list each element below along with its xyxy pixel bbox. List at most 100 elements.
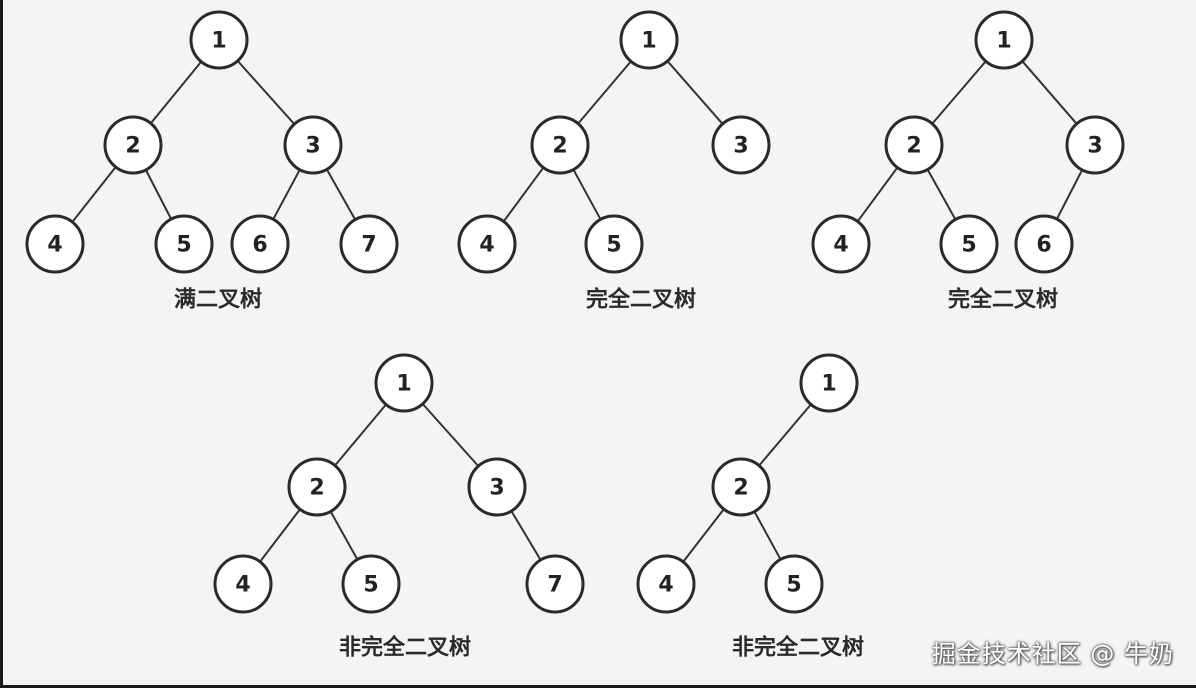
node-circle bbox=[636, 554, 696, 614]
tree-edge bbox=[753, 511, 782, 560]
node-label: 5 bbox=[363, 573, 378, 598]
tree-edge bbox=[149, 61, 203, 124]
node-label: 4 bbox=[833, 233, 848, 258]
node-label: 1 bbox=[996, 29, 1011, 54]
node-label: 5 bbox=[176, 233, 191, 258]
tree-edge bbox=[926, 168, 957, 221]
node-circle bbox=[764, 554, 824, 614]
tree-edge bbox=[334, 403, 387, 467]
tree-node: 2 bbox=[103, 115, 163, 175]
tree-caption: 非完全二叉树 bbox=[732, 635, 864, 661]
node-circle bbox=[1014, 214, 1074, 274]
tree-node: 2 bbox=[287, 457, 347, 517]
node-circle bbox=[374, 353, 434, 413]
tree-node: 5 bbox=[584, 214, 644, 274]
tree-1: 1 2 3 4 5 6 7 满二叉树 bbox=[25, 10, 399, 313]
node-circle bbox=[974, 10, 1034, 70]
node-label: 6 bbox=[252, 233, 267, 258]
node-circle bbox=[939, 214, 999, 274]
tree-edge bbox=[666, 60, 724, 125]
node-circle bbox=[341, 554, 401, 614]
tree-edge bbox=[510, 510, 542, 561]
node-circle bbox=[1065, 115, 1125, 175]
node-circle bbox=[584, 214, 644, 274]
node-circle bbox=[457, 214, 517, 274]
tree-node: 1 bbox=[374, 353, 434, 413]
tree-edge bbox=[325, 168, 357, 221]
node-label: 3 bbox=[1087, 134, 1102, 159]
tree-caption: 满二叉树 bbox=[174, 287, 262, 313]
node-label: 3 bbox=[489, 476, 504, 501]
node-label: 5 bbox=[786, 573, 801, 598]
node-circle bbox=[213, 554, 273, 614]
node-label: 1 bbox=[211, 29, 226, 54]
tree-edge bbox=[236, 60, 296, 125]
node-label: 6 bbox=[1036, 233, 1051, 258]
node-circle bbox=[339, 214, 399, 274]
tree-edge bbox=[682, 508, 725, 563]
tree-node: 7 bbox=[339, 214, 399, 274]
node-circle bbox=[799, 353, 859, 413]
node-circle bbox=[230, 214, 290, 274]
tree-edge bbox=[272, 169, 301, 220]
node-circle bbox=[525, 554, 585, 614]
tree-node: 4 bbox=[636, 554, 696, 614]
node-circle bbox=[884, 115, 944, 175]
node-circle bbox=[530, 115, 590, 175]
tree-edge bbox=[1055, 169, 1084, 220]
tree-edge bbox=[931, 60, 987, 125]
tree-caption: 完全二叉树 bbox=[586, 287, 696, 313]
tree-node: 1 bbox=[189, 10, 249, 70]
tree-node: 7 bbox=[525, 554, 585, 614]
tree-5: 1 2 4 5 非完全二叉树 bbox=[636, 353, 864, 661]
tree-node: 4 bbox=[811, 214, 871, 274]
node-circle bbox=[811, 214, 871, 274]
tree-node: 2 bbox=[711, 457, 771, 517]
tree-node: 3 bbox=[1065, 115, 1125, 175]
tree-edge bbox=[577, 60, 632, 125]
tree-node: 3 bbox=[467, 457, 527, 517]
tree-edge bbox=[421, 403, 480, 467]
node-label: 5 bbox=[961, 233, 976, 258]
tree-node: 5 bbox=[341, 554, 401, 614]
tree-edge bbox=[259, 508, 301, 563]
node-label: 1 bbox=[396, 372, 411, 397]
tree-edge bbox=[1021, 60, 1078, 125]
node-label: 5 bbox=[606, 233, 621, 258]
tree-node: 4 bbox=[457, 214, 517, 274]
node-circle bbox=[711, 115, 771, 175]
tree-node: 4 bbox=[25, 214, 85, 274]
tree-node: 1 bbox=[974, 10, 1034, 70]
node-label: 2 bbox=[125, 134, 140, 159]
tree-node: 5 bbox=[154, 214, 214, 274]
tree-edge bbox=[856, 166, 899, 223]
node-circle bbox=[103, 115, 163, 175]
watermark: 掘金技术社区 @ 牛奶 bbox=[931, 640, 1174, 668]
node-circle bbox=[711, 457, 771, 517]
node-circle bbox=[467, 457, 527, 517]
tree-node: 1 bbox=[619, 10, 679, 70]
node-label: 3 bbox=[305, 134, 320, 159]
node-label: 4 bbox=[235, 573, 250, 598]
tree-edge bbox=[502, 166, 545, 223]
tree-edge bbox=[758, 403, 812, 467]
node-label: 4 bbox=[47, 233, 62, 258]
tree-edge bbox=[71, 166, 117, 223]
node-circle bbox=[283, 115, 343, 175]
tree-caption: 完全二叉树 bbox=[948, 287, 1058, 313]
tree-node: 2 bbox=[884, 115, 944, 175]
tree-edge bbox=[572, 169, 602, 220]
tree-node: 6 bbox=[1014, 214, 1074, 274]
node-label: 2 bbox=[552, 134, 567, 159]
node-label: 1 bbox=[641, 29, 656, 54]
tree-node: 1 bbox=[799, 353, 859, 413]
node-label: 7 bbox=[547, 573, 562, 598]
tree-node: 5 bbox=[764, 554, 824, 614]
node-circle bbox=[189, 10, 249, 70]
node-label: 4 bbox=[658, 573, 673, 598]
node-label: 2 bbox=[733, 476, 748, 501]
tree-node: 4 bbox=[213, 554, 273, 614]
tree-caption: 非完全二叉树 bbox=[339, 635, 471, 661]
